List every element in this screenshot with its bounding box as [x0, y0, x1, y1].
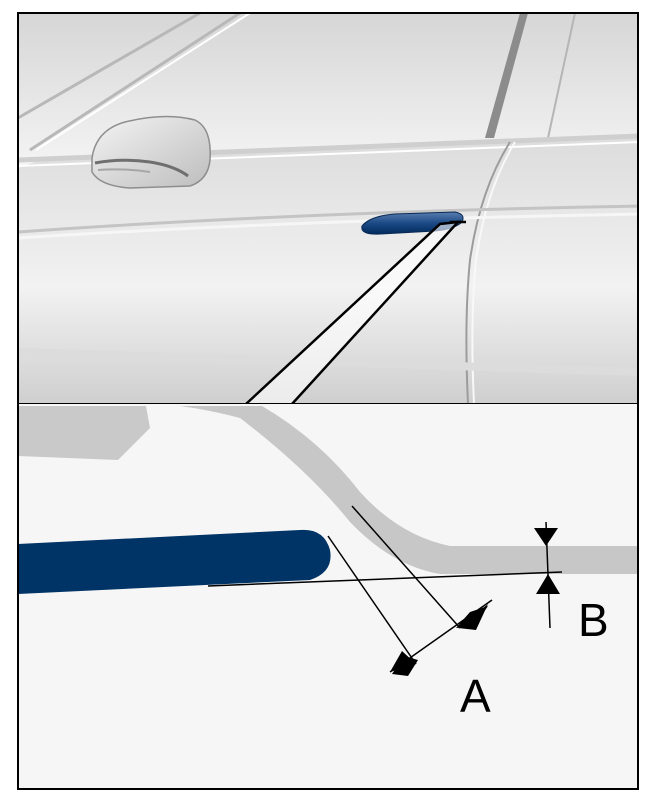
dimension-a [327, 505, 493, 676]
label-a: A [460, 670, 491, 722]
reference-line [207, 571, 563, 587]
b-pillar [485, 13, 528, 138]
detail-view: A B [18, 404, 638, 789]
detail-callout [245, 220, 462, 404]
door-seam [465, 141, 511, 404]
car-side-view [18, 13, 638, 404]
figure-frame [17, 12, 639, 790]
label-b: B [578, 594, 609, 646]
dimension-b [534, 521, 560, 629]
trim-section [18, 406, 150, 460]
side-mirror [91, 115, 211, 189]
body-panel-section [180, 406, 638, 574]
handle-section [18, 529, 331, 594]
a-pillar [18, 13, 241, 152]
